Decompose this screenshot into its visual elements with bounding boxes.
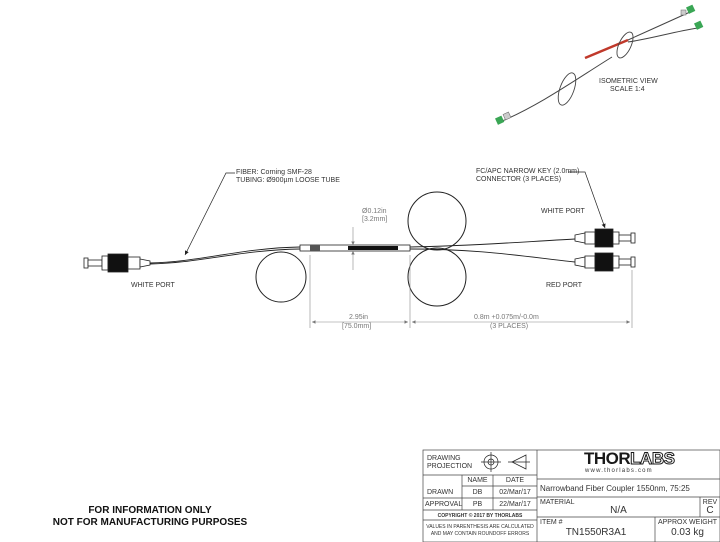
dimension-lines [309,227,633,328]
drawn-date: 02/Mar/17 [499,489,531,496]
logo-url: www.thorlabs.com [585,468,653,474]
length-dim-metric: [75.0mm] [342,323,372,330]
right-connector-red [574,252,636,272]
disclaimer-1: VALUES IN PARENTHESIS ARE CALCULATED [426,524,534,530]
logo-left: THOR [584,449,631,468]
right-connector-white [574,228,636,248]
diameter-dim-metric: [3.2mm] [362,216,388,223]
item-description: Narrowband Fiber Coupler 1550nm, 75:25 [540,484,690,493]
header-date: DATE [505,477,525,484]
lead-dim-value: 0.8m +0.075m/-0.0m [474,314,539,321]
approval-date: 22/Mar/17 [499,501,531,508]
projection-label-2: PROJECTION [427,463,473,470]
notice-line2: NOT FOR MANUFACTURING PURPOSES [52,517,248,528]
material-value: N/A [610,505,627,516]
fiber-coils [255,191,467,307]
isometric-view-title: ISOMETRIC VIEW [599,78,658,85]
rev-value: C [706,505,714,516]
fiber-paths [149,238,576,265]
weight-label: APPROX WEIGHT [657,519,718,526]
item-label: ITEM # [540,519,563,526]
fiber-callout-line2: TUBING: Ø900µm LOOSE TUBE [236,177,340,184]
material-label: MATERIAL [540,499,575,506]
port-label-right-red: RED PORT [546,282,583,289]
approval-role: APPROVAL [425,501,463,508]
rev-label: REV [702,499,718,506]
lead-dim-note: (3 PLACES) [490,323,529,330]
left-connector [83,253,151,273]
length-dim-imperial: 2.95in [349,314,369,321]
weight-value: 0.03 kg [671,527,704,538]
drawn-name: DB [472,489,483,496]
coupler-body [299,244,411,252]
copyright: COPYRIGHT © 2017 BY THORLABS [437,513,523,519]
notice-line1: FOR INFORMATION ONLY [88,505,212,516]
fiber-callout-line1: FIBER: Corning SMF-28 [236,169,312,176]
header-name: NAME [467,477,488,484]
projection-label-1: DRAWING [427,455,461,462]
title-block-grid [422,449,720,542]
diameter-dim-imperial: Ø0.12in [362,208,387,215]
disclaimer-2: AND MAY CONTAIN ROUNDOFF ERRORS [430,531,530,537]
drawn-role: DRAWN [427,489,454,496]
port-label-left-white: WHITE PORT [131,282,175,289]
isometric-view [495,4,704,125]
isometric-view-scale: SCALE 1:4 [610,86,645,93]
thorlabs-logo: THORLABS [584,449,676,469]
information-notice: FOR INFORMATION ONLY NOT FOR MANUFACTURI… [30,505,270,529]
port-label-right-white: WHITE PORT [541,208,585,215]
projection-symbol [481,452,530,472]
approval-name: PB [472,501,483,508]
connector-callout-line2: CONNECTOR (3 PLACES) [476,176,562,183]
logo-right: LABS [630,449,676,469]
connector-callout-line1: FC/APC NARROW KEY (2.0mm) [476,168,580,175]
leader-lines [184,171,606,256]
item-value: TN1550R3A1 [565,527,627,538]
